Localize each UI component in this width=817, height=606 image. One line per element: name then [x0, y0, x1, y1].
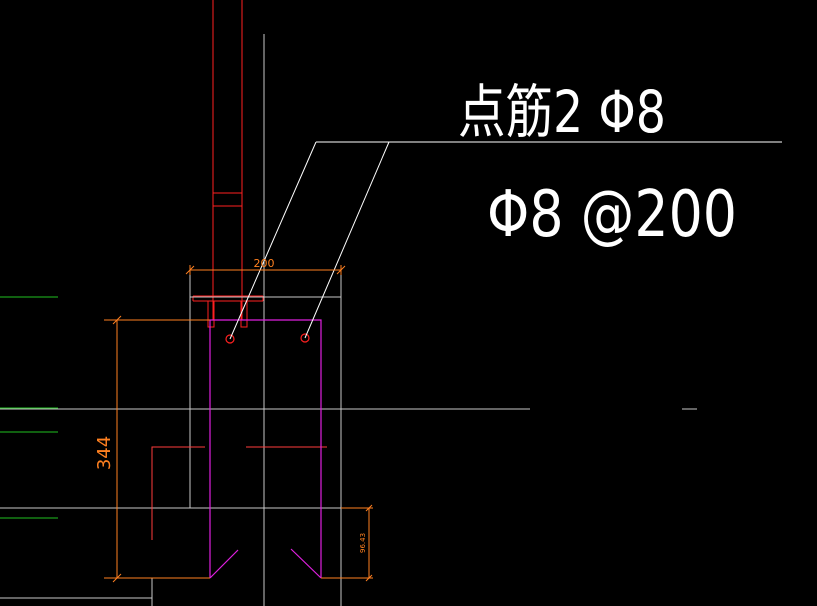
dimension-height	[104, 315, 210, 583]
point-rebar-label: 点筋2 Φ8	[458, 78, 666, 146]
dimension-height-text: 344	[94, 436, 115, 470]
slab-rebars	[151, 446, 327, 540]
leader-lines	[229, 141, 782, 340]
point-rebars	[225, 333, 310, 344]
dimension-small	[321, 504, 373, 582]
dimension-small-text: 96.43	[359, 533, 367, 553]
point-rebar-left	[225, 334, 235, 344]
stirrup	[209, 319, 322, 579]
point-rebar-right	[300, 333, 310, 343]
dimension-width	[185, 265, 346, 275]
reference-lines	[0, 408, 697, 606]
dimension-width-text: 200	[254, 257, 275, 270]
left-green-ticks	[0, 296, 58, 519]
stirrup-label: Φ8 @200	[487, 178, 737, 252]
column-outline	[192, 0, 264, 328]
